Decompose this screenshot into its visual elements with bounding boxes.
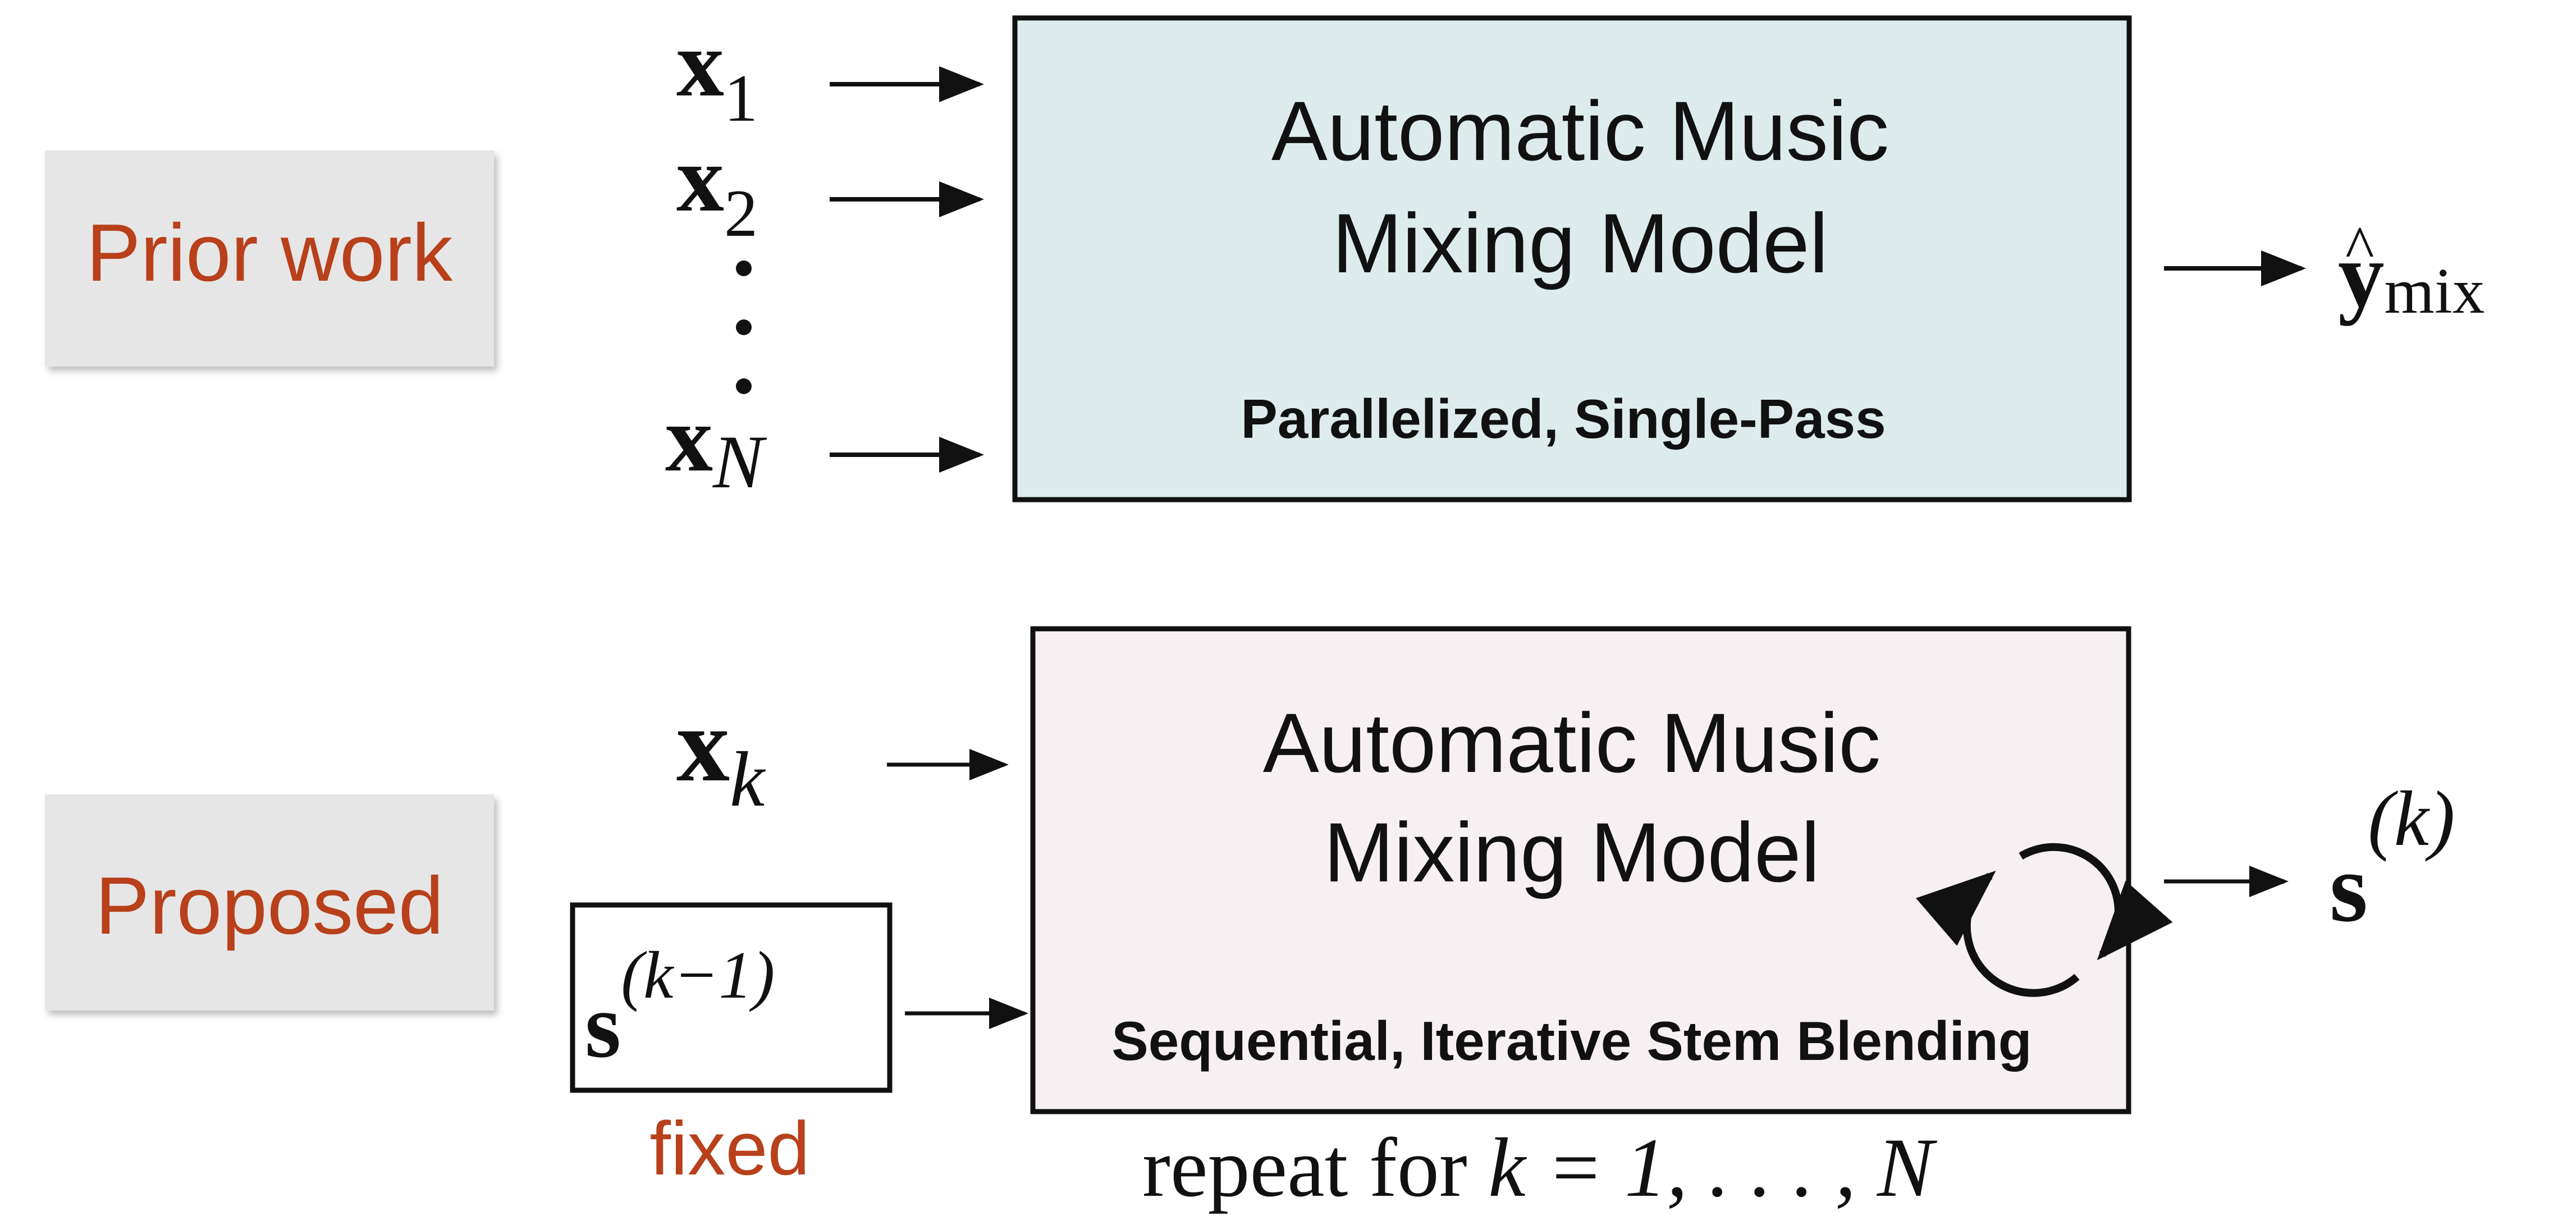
input-x2: x2 — [676, 126, 758, 250]
proposed-tag — [45, 794, 494, 1011]
prior-work-tag-label: Prior work — [86, 207, 453, 298]
input-x1: x1 — [676, 11, 758, 135]
state-fixed-note: fixed — [649, 1106, 809, 1191]
prior-work-row: Prior work x1 x2 xN Automatic Music Mixi… — [45, 11, 2485, 504]
output-hat-accent: ^ — [2345, 213, 2374, 282]
proposed-model-box — [1030, 626, 2131, 1114]
ellipsis-dot — [736, 319, 752, 335]
prior-model-title-line1: Automatic Music — [1271, 84, 1889, 178]
state-input-box — [570, 902, 893, 1093]
state-input-s-k-minus-1: s(k−1) — [585, 938, 775, 1077]
ellipsis-dot — [736, 378, 752, 394]
proposed-model-caption: Sequential, Iterative Stem Blending — [1111, 1010, 2031, 1072]
proposed-model-title-line1: Automatic Music — [1263, 696, 1880, 790]
input-xN: xN — [665, 386, 767, 504]
prior-model-box — [1012, 15, 2132, 502]
repeat-note: repeat for k = 1, . . . , N — [1142, 1121, 1937, 1214]
prior-model-title-line2: Mixing Model — [1332, 196, 1828, 290]
proposed-tag-label: Proposed — [95, 860, 444, 951]
output-y-hat-mix: ymix — [2338, 223, 2485, 327]
input-xk: xk — [676, 686, 766, 823]
output-s-k: s(k) — [2330, 775, 2455, 942]
prior-model-caption: Parallelized, Single-Pass — [1241, 388, 1886, 450]
prior-work-tag — [45, 150, 494, 367]
ellipsis-dot — [736, 260, 752, 276]
cycle-icon — [1916, 843, 2173, 997]
proposed-row: Proposed xk s(k−1) fixed Automatic Music… — [45, 626, 2455, 1214]
proposed-model-title-line2: Mixing Model — [1324, 805, 1820, 899]
